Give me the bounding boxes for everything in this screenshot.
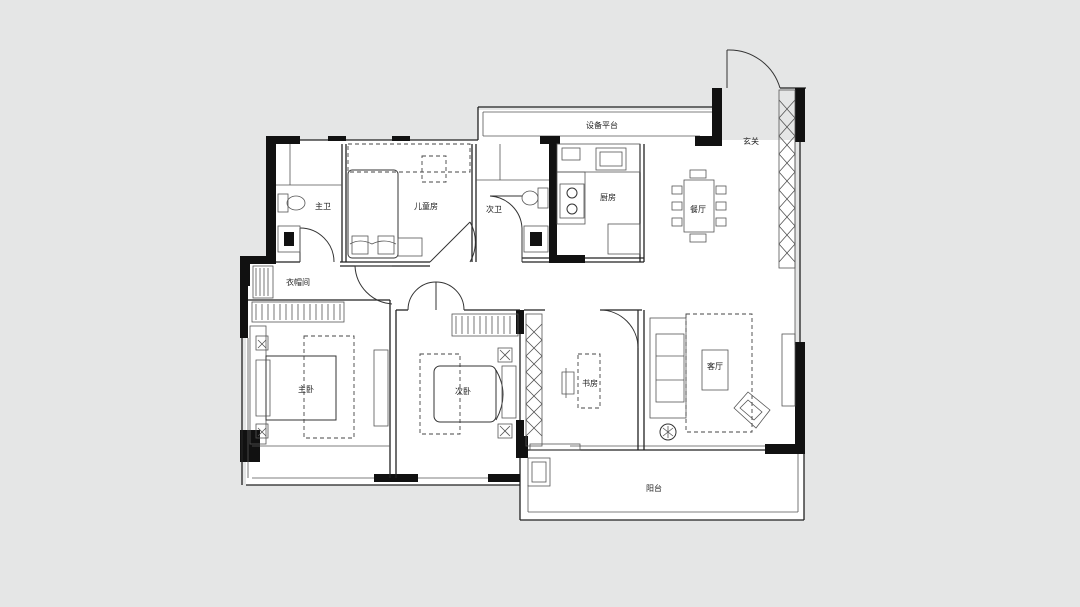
- bed-icon: [419, 347, 517, 439]
- desk-icon: [561, 353, 601, 409]
- plant-icon: [659, 423, 677, 441]
- bed-icon: [255, 335, 389, 439]
- label-second-bath: 次卫: [486, 204, 502, 214]
- exterior-walls: [240, 49, 806, 521]
- wardrobe-icon: [249, 265, 543, 447]
- label-master-bath: 主卫: [315, 201, 331, 211]
- sink-icon: [277, 147, 627, 253]
- label-study: 书房: [582, 378, 598, 388]
- label-cloakroom: 衣帽间: [286, 277, 310, 287]
- label-kitchen: 厨房: [600, 192, 616, 202]
- door-swing-icon: [299, 195, 639, 451]
- label-balcony: 阳台: [646, 483, 662, 493]
- label-entrance: 玄关: [743, 136, 759, 146]
- sofa-icon: [649, 313, 753, 433]
- washing-machine-icon: [527, 457, 551, 487]
- label-equipment-platform: 设备平台: [586, 120, 618, 130]
- label-dining: 餐厅: [690, 205, 706, 214]
- label-master-bedroom: 主卧: [298, 384, 314, 394]
- label-kids-room: 儿童房: [414, 201, 438, 211]
- kitchen-counter: [556, 143, 641, 255]
- label-second-bedroom: 次卧: [455, 386, 471, 396]
- room-labels: 设备平台 玄关 主卫 儿童房 次卫 厨房 餐厅 衣帽间 主卧 次卧 书房 客厅 …: [286, 120, 759, 493]
- desk-icon: [421, 155, 447, 183]
- dining-table-icon: [671, 169, 727, 243]
- label-living-room: 客厅: [707, 361, 723, 371]
- wardrobe-icon: [778, 89, 796, 407]
- floor-area: [246, 110, 804, 520]
- bed-icon: [347, 143, 471, 259]
- toilet-icon: [277, 187, 549, 213]
- stove-icon: [559, 183, 585, 219]
- armchair-icon: [733, 391, 771, 429]
- shower-area: [289, 144, 501, 185]
